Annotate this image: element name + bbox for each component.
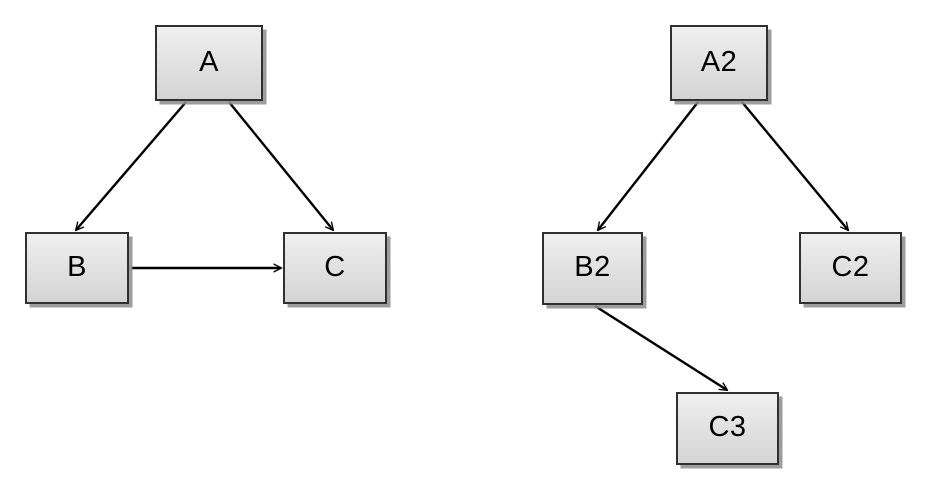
- node-c[interactable]: C: [283, 232, 387, 304]
- node-b[interactable]: B: [25, 232, 129, 304]
- node-a[interactable]: A: [155, 25, 263, 101]
- node-label-c2: C2: [831, 250, 870, 283]
- edge-a2-to-c2: [741, 101, 848, 230]
- edge-b2-to-c3: [594, 304, 727, 390]
- edge-a2-to-b2: [598, 101, 699, 230]
- node-label-c3: C3: [708, 411, 747, 443]
- node-label-a: A: [199, 45, 219, 78]
- node-c3[interactable]: C3: [676, 392, 779, 465]
- node-a2[interactable]: A2: [670, 25, 768, 101]
- edges-group: [76, 101, 848, 390]
- edge-a-to-c: [228, 101, 333, 230]
- node-label-a2: A2: [700, 45, 738, 78]
- node-label-b: B: [67, 250, 87, 283]
- node-label-b2: B2: [574, 251, 611, 283]
- node-c2[interactable]: C2: [799, 232, 902, 304]
- node-b2[interactable]: B2: [542, 232, 643, 305]
- node-label-c: C: [324, 250, 346, 283]
- edge-a-to-b: [76, 101, 187, 230]
